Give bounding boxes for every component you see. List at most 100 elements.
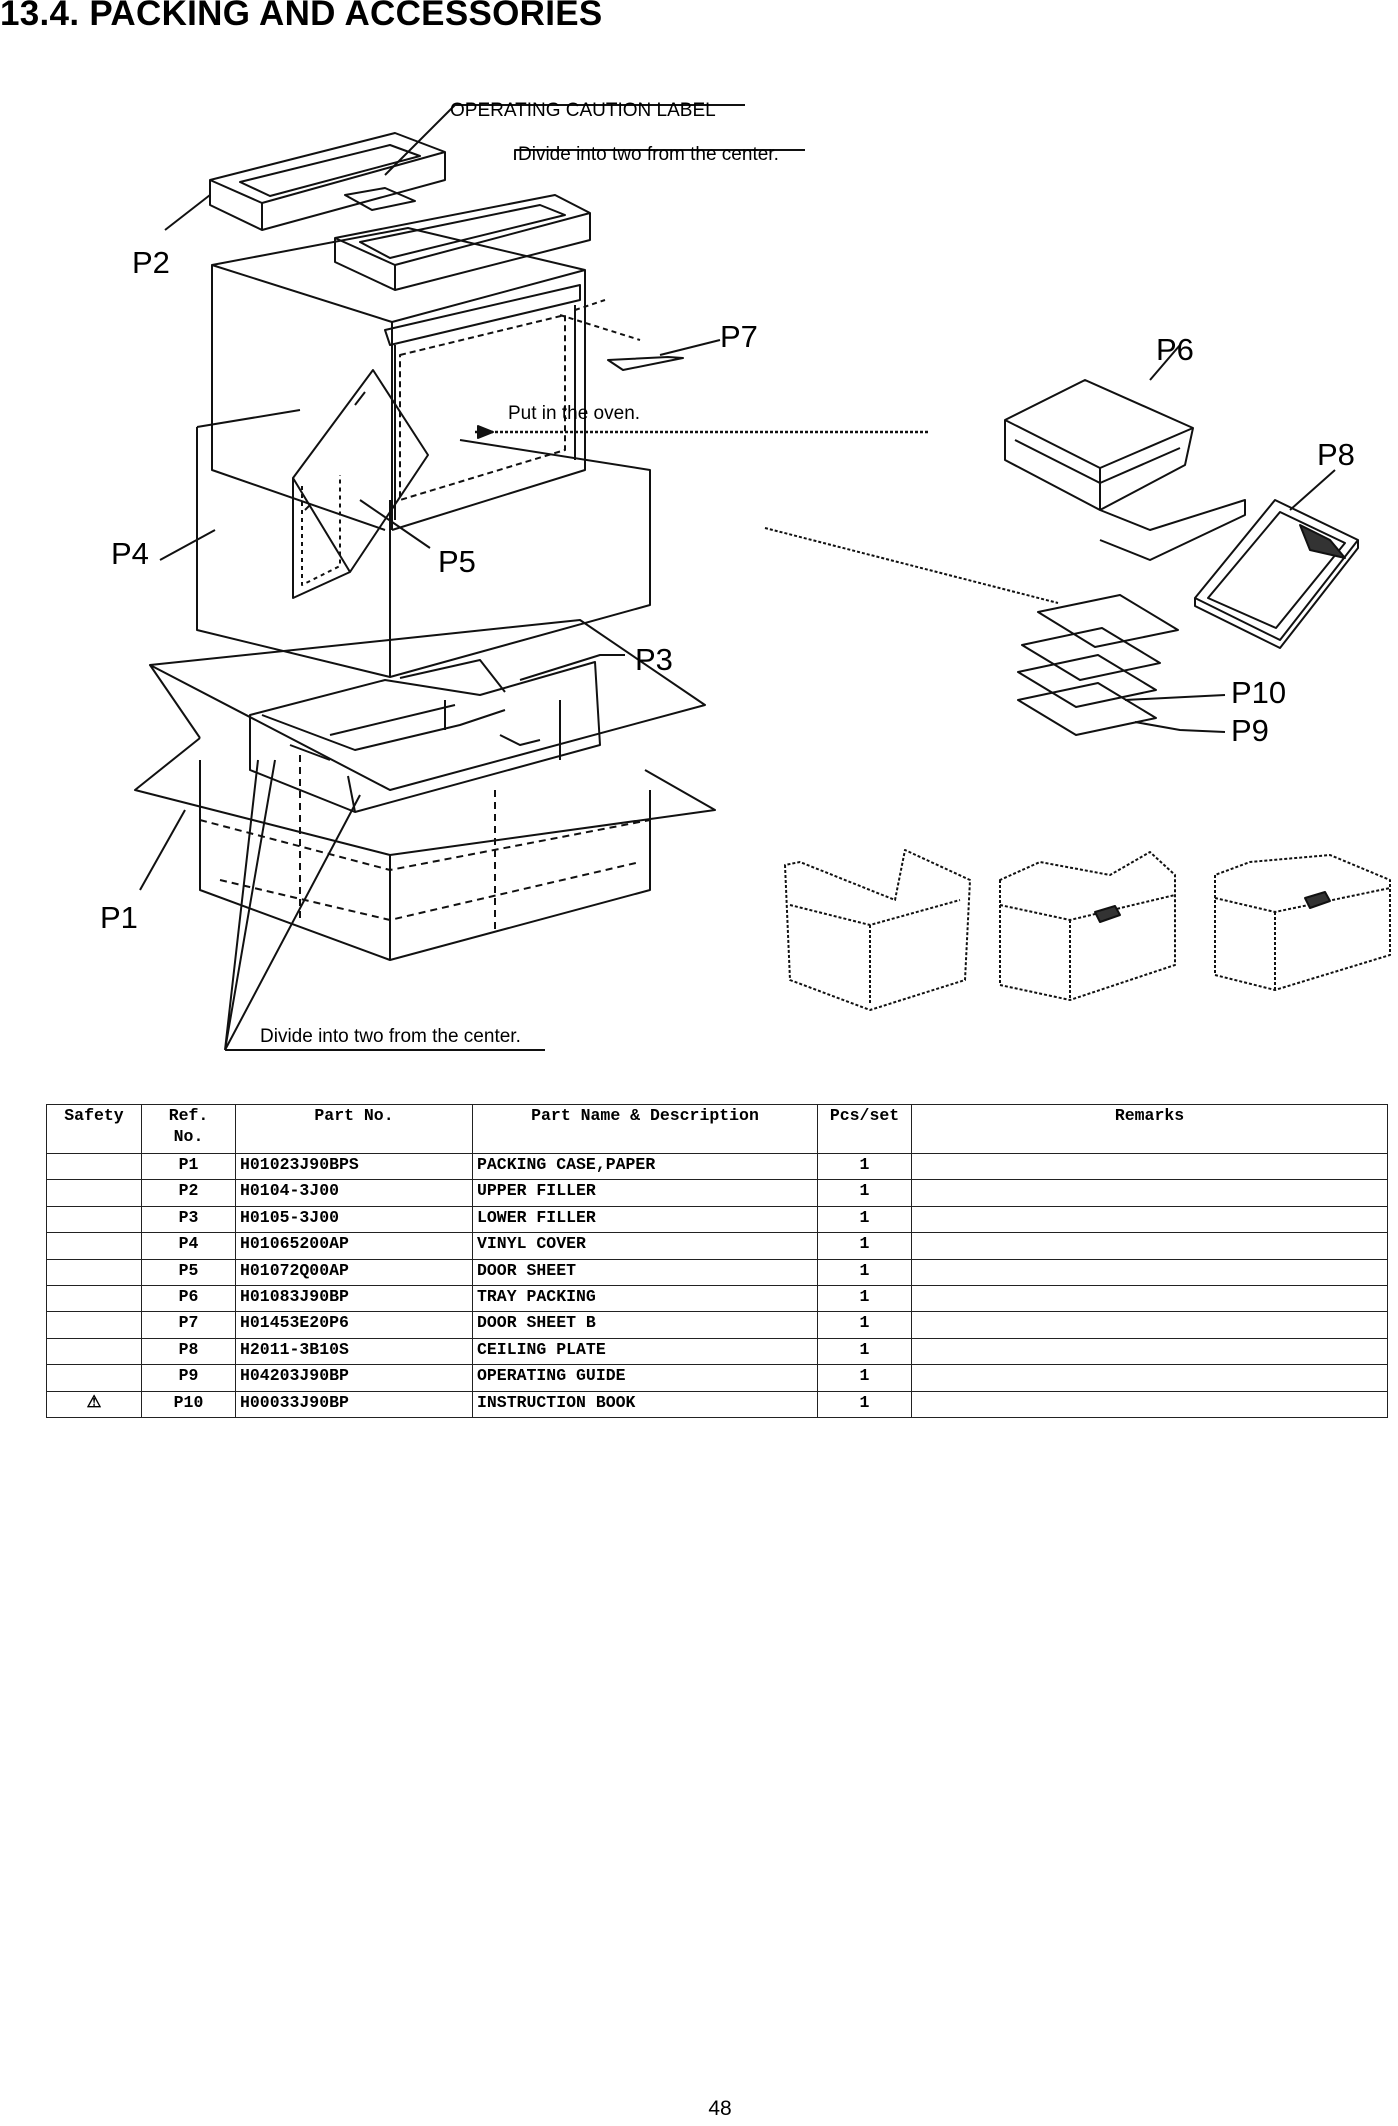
cell-remarks	[911, 1390, 1388, 1418]
cell-part-no: H01065200AP	[235, 1232, 473, 1260]
cell-ref: P9	[141, 1364, 236, 1392]
cell-safety	[46, 1152, 142, 1181]
oven-drawing	[211, 227, 586, 531]
header-safety: Safety	[46, 1104, 142, 1154]
label-p5: P5	[438, 544, 476, 579]
cell-safety-warning-icon: ⚠	[46, 1390, 142, 1418]
lower-filler-drawing	[249, 659, 601, 813]
divide-note-top: Divide into two from the center.	[518, 144, 779, 165]
cell-safety	[46, 1337, 142, 1366]
cell-remarks	[911, 1364, 1388, 1392]
put-in-oven-note: Put in the oven.	[508, 403, 640, 424]
cell-remarks	[911, 1152, 1388, 1181]
cell-remarks	[911, 1284, 1388, 1313]
cell-description: INSTRUCTION BOOK	[472, 1390, 818, 1418]
door-sheet-b-drawing	[607, 356, 684, 371]
cell-part-no: H01083J90BP	[235, 1284, 473, 1313]
cell-description: PACKING CASE,PAPER	[472, 1152, 818, 1181]
cell-part-no: H01453E20P6	[235, 1311, 473, 1339]
cell-description: OPERATING GUIDE	[472, 1364, 818, 1392]
cell-remarks	[911, 1311, 1388, 1339]
cell-description: LOWER FILLER	[472, 1205, 818, 1234]
header-description: Part Name & Description	[472, 1104, 818, 1154]
page-title: 13.4. PACKING AND ACCESSORIES	[0, 0, 603, 33]
door-sheet-drawing	[292, 369, 429, 599]
cell-ref: P4	[141, 1232, 236, 1260]
cell-pcs: 1	[817, 1284, 912, 1313]
cell-ref: P8	[141, 1337, 236, 1366]
cell-part-no: H04203J90BP	[235, 1364, 473, 1392]
cell-pcs: 1	[817, 1152, 912, 1181]
label-p2: P2	[132, 245, 170, 280]
cell-ref: P3	[141, 1205, 236, 1234]
cell-remarks	[911, 1179, 1388, 1207]
cell-part-no: H01072Q00AP	[235, 1258, 473, 1286]
cell-pcs: 1	[817, 1205, 912, 1234]
cell-ref: P1	[141, 1152, 236, 1181]
cell-ref: P5	[141, 1258, 236, 1286]
header-part-no: Part No.	[235, 1104, 473, 1154]
bag-sequence-drawing	[784, 849, 1391, 1011]
cell-remarks	[911, 1337, 1388, 1366]
caution-label-note: OPERATING CAUTION LABEL	[450, 100, 716, 121]
cell-safety	[46, 1232, 142, 1260]
ceiling-plate-drawing	[1194, 499, 1359, 649]
header-pcs: Pcs/set	[817, 1104, 912, 1154]
cell-pcs: 1	[817, 1364, 912, 1392]
cell-part-no: H0105-3J00	[235, 1205, 473, 1234]
label-p1: P1	[100, 900, 138, 935]
page-number: 48	[708, 2097, 732, 2120]
upper-filler-drawing	[209, 132, 591, 291]
cell-safety	[46, 1364, 142, 1392]
cell-description: DOOR SHEET	[472, 1258, 818, 1286]
label-p9: P9	[1231, 713, 1269, 748]
cell-ref: P7	[141, 1311, 236, 1339]
label-p6: P6	[1156, 332, 1194, 367]
label-p4: P4	[111, 536, 149, 571]
label-p7: P7	[720, 319, 758, 354]
cell-pcs: 1	[817, 1311, 912, 1339]
cell-safety	[46, 1258, 142, 1286]
cell-description: TRAY PACKING	[472, 1284, 818, 1313]
cell-description: UPPER FILLER	[472, 1179, 818, 1207]
cell-safety	[46, 1179, 142, 1207]
cell-pcs: 1	[817, 1179, 912, 1207]
cell-pcs: 1	[817, 1232, 912, 1260]
cell-remarks	[911, 1205, 1388, 1234]
cell-remarks	[911, 1232, 1388, 1260]
cell-remarks	[911, 1258, 1388, 1286]
cell-ref: P2	[141, 1179, 236, 1207]
cell-safety	[46, 1311, 142, 1339]
cell-safety	[46, 1205, 142, 1234]
cell-description: CEILING PLATE	[472, 1337, 818, 1366]
label-p8: P8	[1317, 437, 1355, 472]
cell-pcs: 1	[817, 1337, 912, 1366]
label-p3: P3	[635, 642, 673, 677]
documents-drawing	[1017, 594, 1179, 736]
parts-table: Safety Ref.No. Part No. Part Name & Desc…	[46, 1104, 1388, 1418]
cell-part-no: H00033J90BP	[235, 1390, 473, 1418]
cell-pcs: 1	[817, 1258, 912, 1286]
table-header-row: Safety Ref.No. Part No. Part Name & Desc…	[46, 1104, 1388, 1154]
header-ref-no: Ref.No.	[141, 1104, 236, 1154]
packing-case-drawing	[134, 619, 716, 961]
packing-exploded-diagram: P2 P7 P6 P8 P4 P5 P3 P10 P9 P1 OPERATING…	[100, 100, 1391, 1051]
cell-description: DOOR SHEET B	[472, 1311, 818, 1339]
cell-safety	[46, 1284, 142, 1313]
cell-ref: P10	[141, 1390, 236, 1418]
cell-ref: P6	[141, 1284, 236, 1313]
cell-part-no: H0104-3J00	[235, 1179, 473, 1207]
label-p10: P10	[1231, 675, 1286, 710]
cell-description: VINYL COVER	[472, 1232, 818, 1260]
tray-packing-drawing	[1004, 379, 1246, 561]
cell-pcs: 1	[817, 1390, 912, 1418]
